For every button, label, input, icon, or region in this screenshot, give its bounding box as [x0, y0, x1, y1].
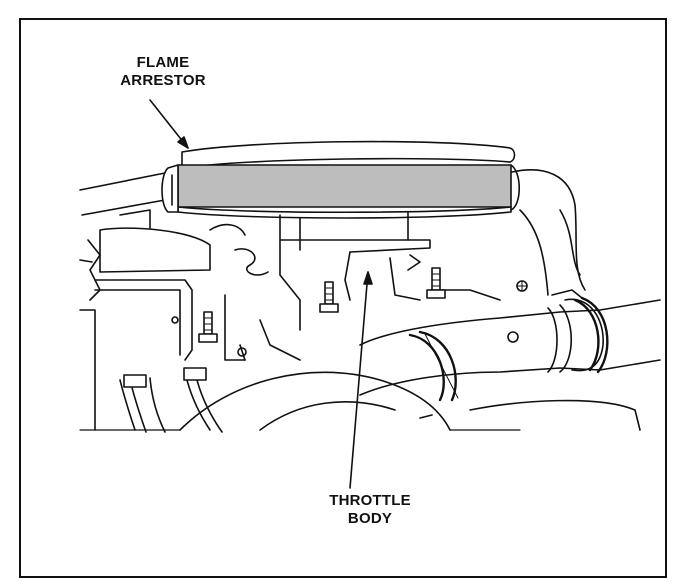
throttle-body-leader — [349, 271, 369, 489]
intake-hose — [359, 298, 661, 396]
stud — [198, 311, 218, 343]
stud — [319, 281, 339, 313]
throttle-body-label: THROTTLE BODY — [300, 492, 440, 528]
flame-arrestor — [161, 140, 521, 219]
flame-arrestor-arrowhead — [177, 136, 189, 149]
throttle-body-label-line2: BODY — [347, 510, 393, 527]
flame-arrestor-label: FLAME ARRESTOR — [108, 54, 218, 90]
hose-clamp — [408, 330, 459, 402]
flame-arrestor-label-line2: ARRESTOR — [120, 72, 206, 89]
stud — [426, 267, 446, 299]
wire-harness — [119, 367, 223, 433]
throttle-body-label-line1: THROTTLE — [329, 492, 411, 509]
flame-arrestor-label-line1: FLAME — [136, 54, 190, 71]
diagram-frame — [19, 18, 667, 578]
throttle-body-arrowhead — [363, 271, 373, 285]
hose-clamp — [551, 289, 609, 374]
